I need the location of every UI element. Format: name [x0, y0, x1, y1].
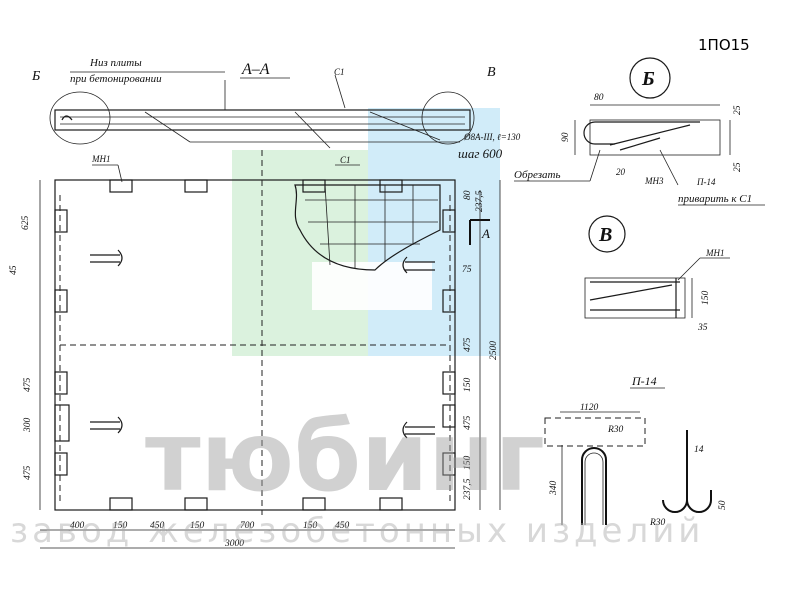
slab-plan [54, 150, 490, 515]
section-marker-a: А [481, 226, 490, 241]
dim-left-4: 475 [23, 466, 33, 481]
detail-v-dim-1: 150 [701, 291, 711, 306]
dim-bottom-3: 450 [150, 521, 165, 531]
dim-bottom-5: 700 [240, 521, 255, 531]
sheet-code: 1ПО15 [698, 36, 750, 54]
detail-b-mesh3: МН3 [644, 176, 664, 186]
callout-v-label: В [487, 65, 496, 80]
frame-label-mid: С1 [340, 155, 351, 165]
dim-right-top-2: 237,5 [475, 190, 485, 212]
detail-b [574, 57, 731, 156]
loop-dim-2: R30 [607, 425, 624, 435]
dim-left-2: 475 [23, 378, 33, 393]
loop-dim-3: 340 [549, 481, 559, 497]
dim-bottom-7: 450 [335, 521, 350, 531]
note-obrezat: Обрезать [514, 169, 560, 181]
loop-title: П-14 [631, 374, 657, 388]
dim-right-5: 150 [463, 456, 473, 471]
lifting-loop-right-bottom [402, 421, 435, 439]
watermark-logo [232, 108, 500, 356]
dim-bottom-1: 400 [70, 521, 85, 531]
dim-bottom-6: 150 [303, 521, 318, 531]
dim-right-top-1: 80 [463, 190, 473, 200]
section-a-a [49, 74, 475, 149]
loop-dim-6: 50 [718, 500, 728, 510]
callout-v-circle [421, 91, 475, 145]
lifting-loop-left-bottom [90, 416, 123, 434]
detail-v-mesh: МН1 [705, 248, 725, 258]
detail-b-dim-4: 25 [733, 162, 743, 172]
dim-right-6: 237,5 [463, 478, 473, 500]
note-niz-plity: Низ плиты [89, 57, 142, 69]
dim-left-small: 45 [9, 265, 19, 275]
mesh-label-plan: МН1 [91, 154, 111, 164]
lifting-loop-left-top [90, 249, 123, 267]
loop-dim-5: R30 [649, 518, 666, 528]
callout-b-label: Б [31, 69, 40, 84]
loop-p14-drawing [544, 411, 712, 525]
watermark-subtitle: завод железобетонных изделий [10, 511, 704, 551]
lifting-loop-right-top [402, 256, 435, 274]
note-rebar-spec: Ø8А-III, ℓ=130 [463, 132, 521, 142]
frame-label-top: С1 [334, 67, 345, 77]
dim-right-1: 75 [462, 265, 472, 275]
detail-b-dim-1: 80 [594, 93, 604, 103]
dim-left-3: 300 [23, 418, 33, 434]
detail-v-letter: В [598, 224, 612, 246]
callout-b-circle [49, 91, 111, 145]
detail-b-dim-2: 25 [733, 105, 743, 115]
dim-overall-height: 2500 [489, 341, 499, 360]
dim-bottom-2: 150 [113, 521, 128, 531]
loop-dim-1: 1120 [580, 403, 599, 413]
note-shag: шаг 600 [458, 146, 503, 161]
dim-right-2: 475 [463, 338, 473, 353]
section-title: А–А [241, 61, 270, 78]
detail-b-letter: Б [641, 68, 655, 90]
dim-right-4: 475 [463, 416, 473, 431]
dim-overall-width: 3000 [224, 539, 244, 549]
detail-b-dim-5: 20 [616, 167, 626, 177]
note-pri-betonirovanii: при бетонировании [70, 73, 162, 85]
detail-v-dim-2: 35 [697, 323, 708, 333]
dim-right-3: 150 [463, 378, 473, 393]
loop-dim-4: 14 [694, 445, 704, 455]
dim-bottom-4: 150 [190, 521, 205, 531]
detail-b-dim-3: 90 [561, 132, 571, 142]
watermark-brand: тюбинг [145, 401, 545, 513]
dim-lines [39, 180, 501, 549]
detail-v [584, 215, 693, 319]
dim-left-1: 625 [21, 216, 31, 231]
note-privarit: приварить к С1 [678, 193, 752, 205]
detail-b-loop: П-14 [696, 177, 716, 187]
